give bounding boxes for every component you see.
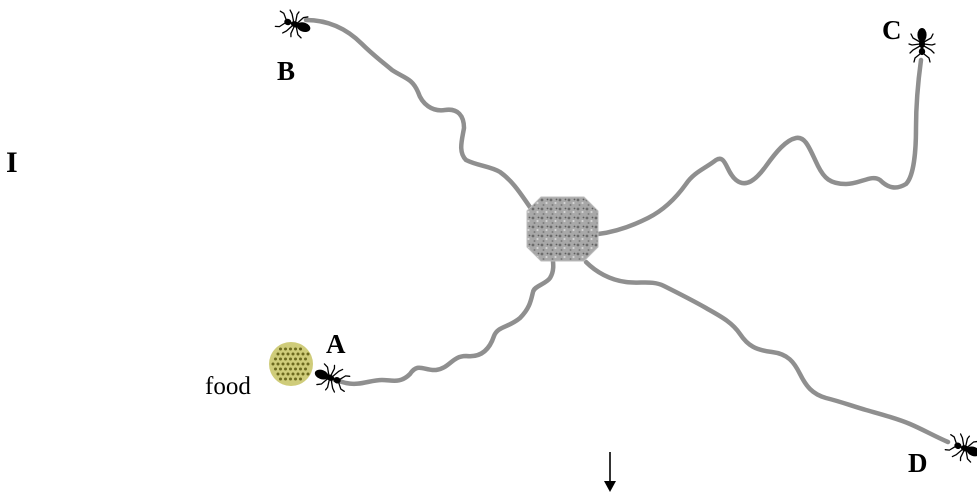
trail-to-d — [583, 259, 951, 445]
label-b: B — [277, 56, 296, 86]
ant-icon — [273, 5, 315, 43]
panel-label: I — [6, 146, 18, 179]
food-pile-icon — [269, 342, 313, 386]
label-d: D — [908, 448, 928, 478]
ant-icon — [309, 359, 353, 397]
nest-octagon-icon — [526, 196, 599, 262]
label-a: A — [326, 329, 346, 359]
trail-to-b — [303, 17, 535, 213]
trail-to-a — [327, 249, 556, 387]
ant-icon — [908, 27, 936, 63]
label-food: food — [205, 373, 251, 400]
ant-icon — [942, 429, 977, 467]
label-c: C — [882, 15, 902, 45]
trail-to-c — [595, 57, 924, 237]
down-arrow-icon — [604, 452, 616, 492]
